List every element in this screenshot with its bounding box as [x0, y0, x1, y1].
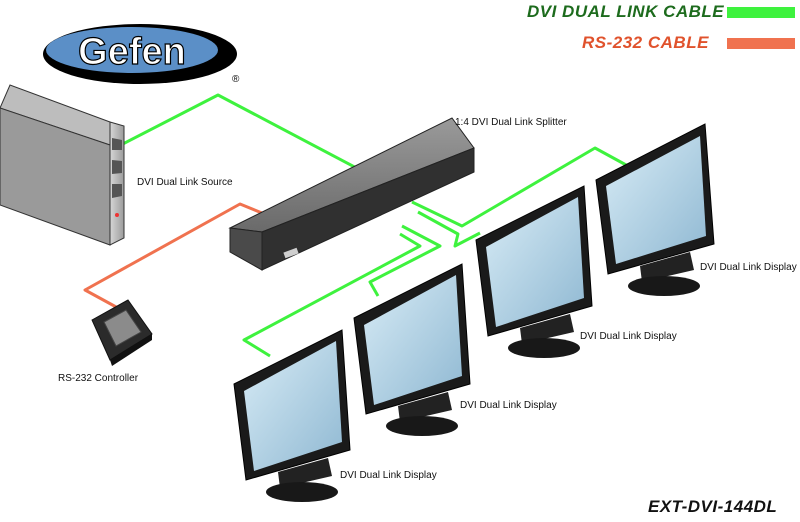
dvi-cable-display-4 [411, 146, 629, 228]
source-pc-tower [0, 84, 125, 246]
rs232-cable [83, 202, 263, 310]
dvi-cable-display-1 [242, 232, 422, 358]
display-3 [475, 185, 593, 358]
legend-dvi-label: DVI DUAL LINK CABLE [527, 2, 725, 21]
splitter-label: 1:4 DVI Dual Link Splitter [455, 117, 567, 128]
legend-rs232-swatch [727, 38, 795, 49]
display-3-label: DVI Dual Link Display [580, 331, 677, 342]
legend-dvi-swatch [727, 7, 795, 18]
legend-rs232-label: RS-232 CABLE [582, 33, 709, 52]
display-1 [233, 329, 351, 502]
controller-label: RS-232 Controller [58, 373, 139, 384]
registered-mark: ® [232, 74, 240, 85]
display-2 [353, 263, 471, 436]
dvi-cable-display-2 [368, 224, 442, 297]
model-number: EXT-DVI-144DL [648, 497, 778, 516]
gefen-logo-text: Gefen [78, 31, 186, 73]
source-label: DVI Dual Link Source [137, 177, 233, 188]
display-4 [595, 123, 715, 296]
splitter-device [228, 117, 475, 271]
dvi-cable-display-3 [417, 210, 481, 248]
dvi-cable-source [114, 93, 386, 185]
rs232-controller-device [91, 299, 153, 366]
display-4-label: DVI Dual Link Display [700, 262, 797, 273]
gefen-logo: Gefen ® [43, 24, 240, 85]
dvi-cables [114, 93, 629, 358]
display-1-label: DVI Dual Link Display [340, 470, 437, 481]
display-2-label: DVI Dual Link Display [460, 400, 557, 411]
